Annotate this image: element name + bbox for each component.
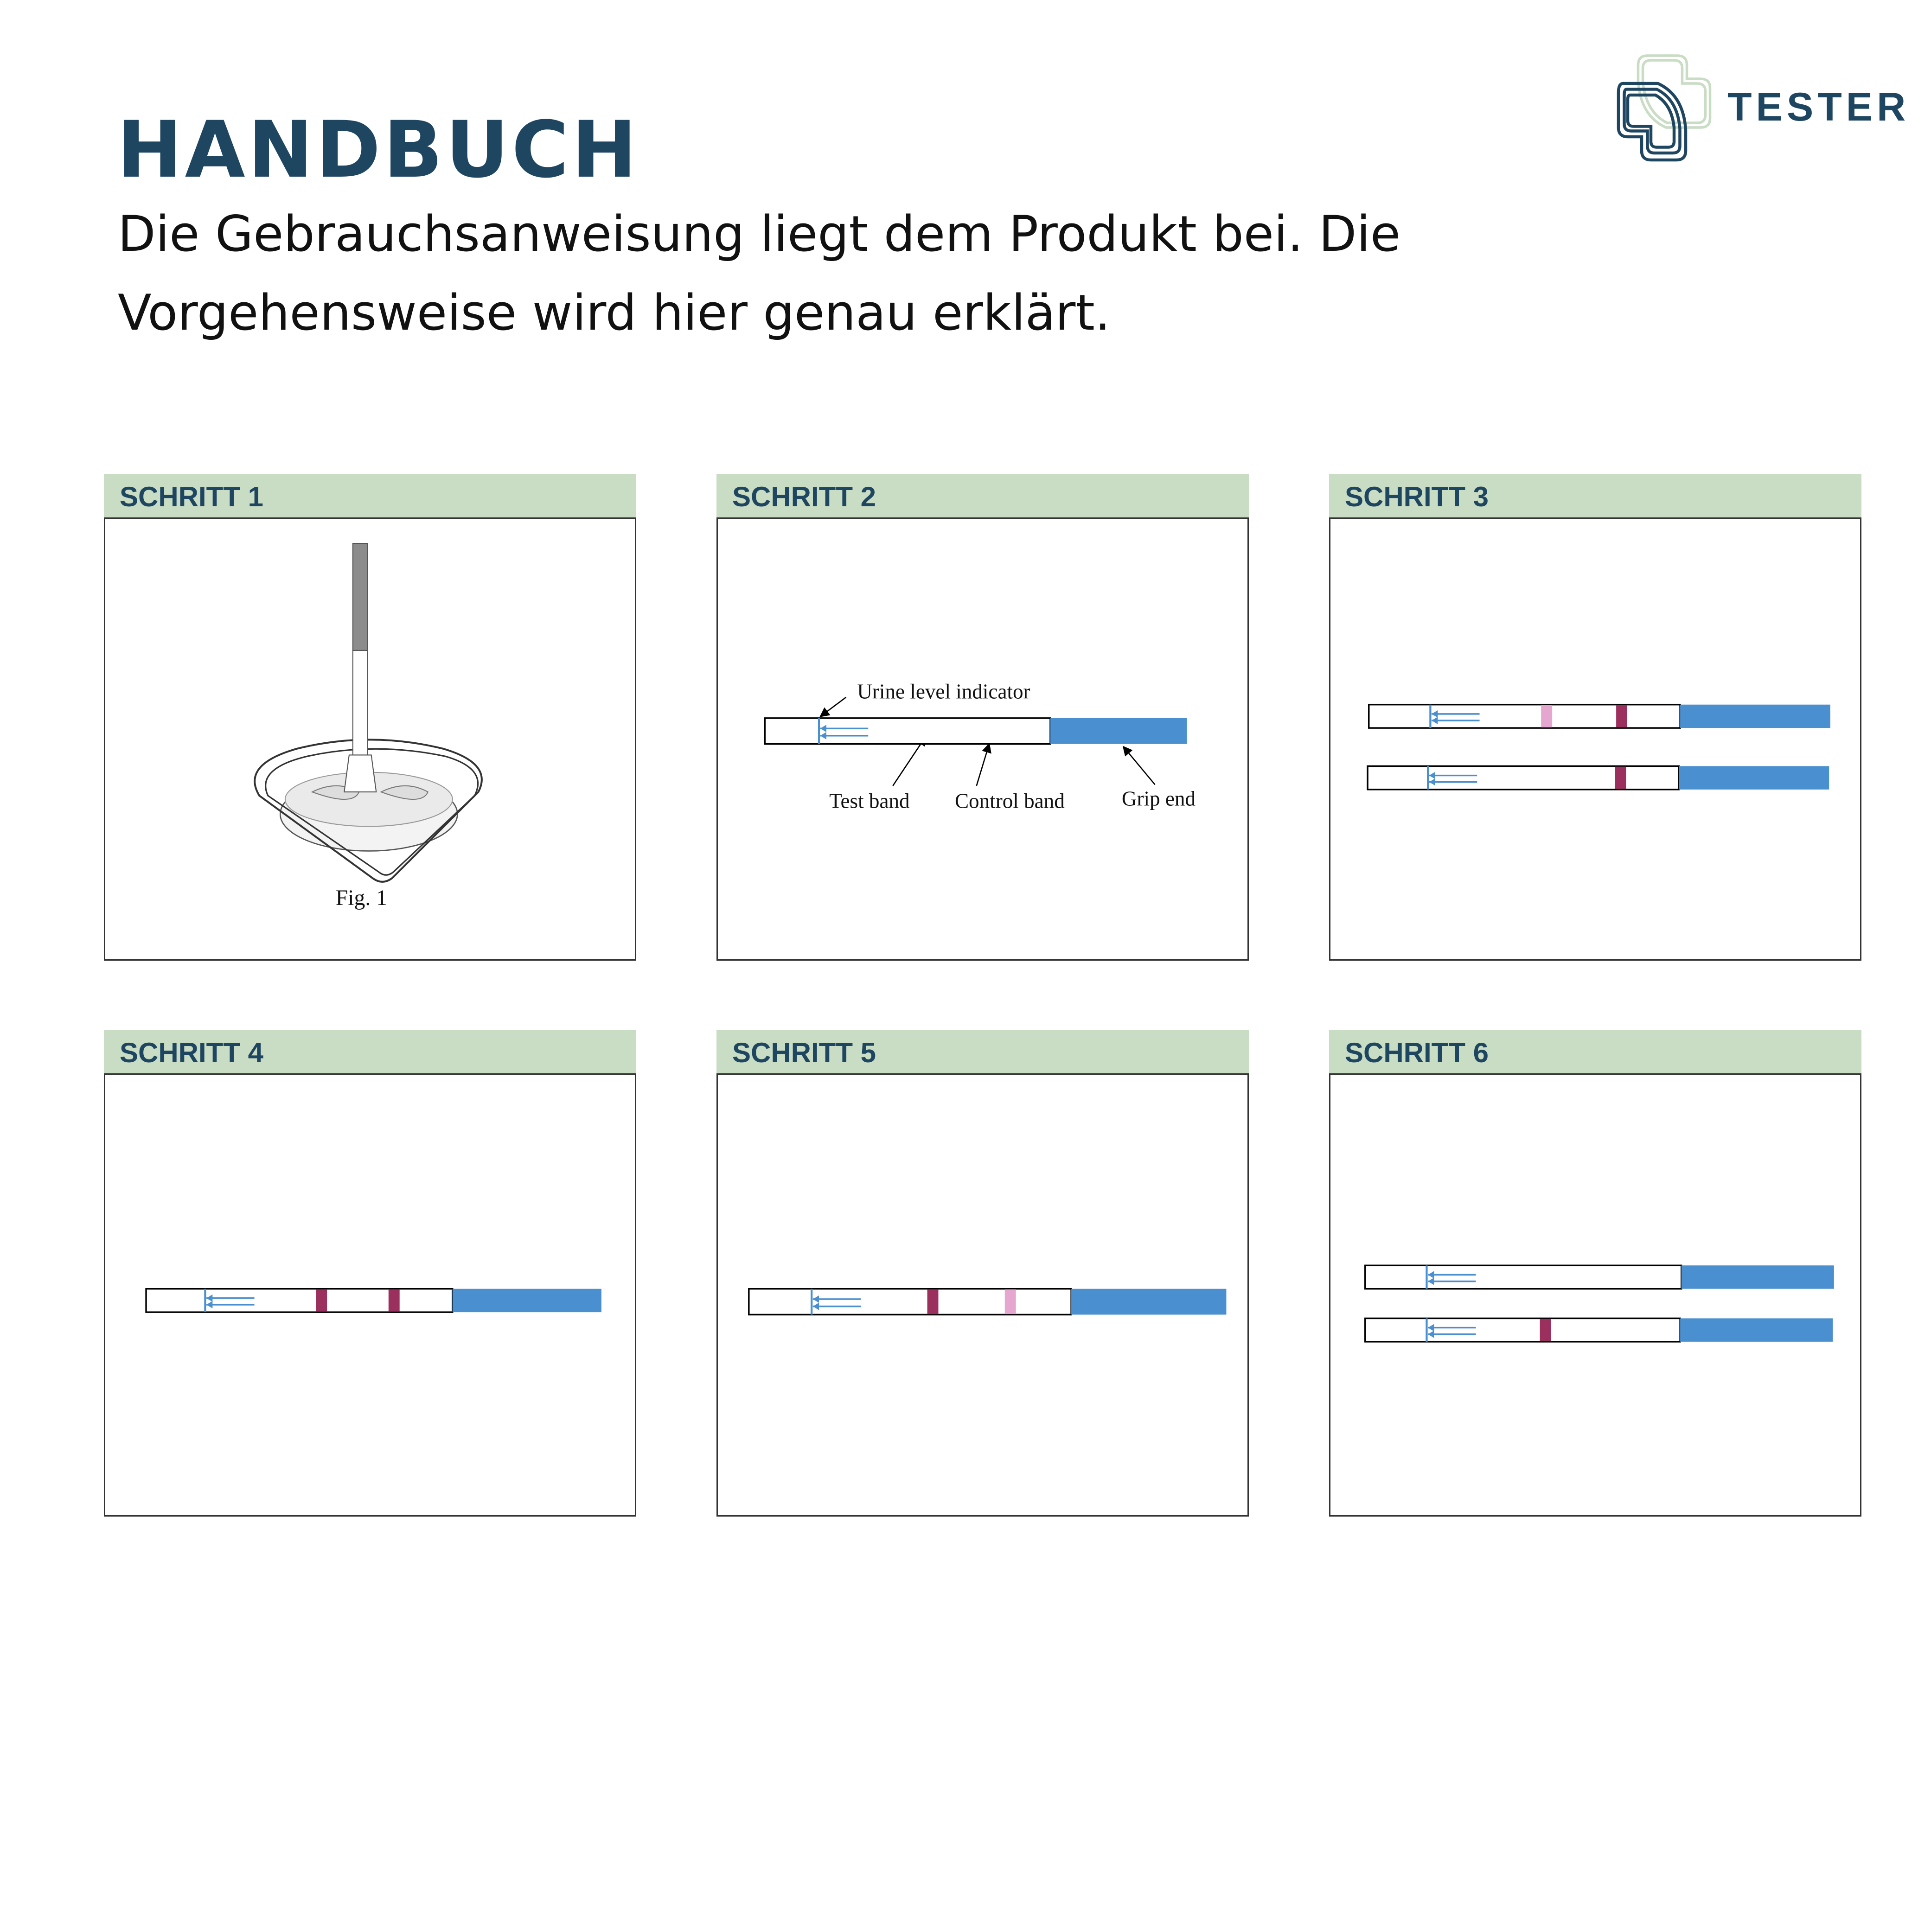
arrowhead-icon: [1429, 772, 1436, 779]
step-2-header: SCHRITT 2: [716, 474, 1249, 517]
test-strip: [145, 1288, 454, 1313]
test-strip: [1368, 703, 1681, 729]
arrowhead-icon: [812, 1295, 819, 1303]
step-5-panel: SCHRITT 5: [716, 1030, 1249, 1517]
test-strip: [1364, 1264, 1682, 1290]
cross-logo-icon: [1617, 54, 1712, 162]
step-6-illustration: [1329, 1073, 1861, 1517]
result-band: [1541, 705, 1553, 727]
result-band: [927, 1289, 939, 1314]
step-2-panel: SCHRITT 2 Urine level indicator Test ban…: [716, 474, 1249, 961]
figure-caption: Fig. 1: [336, 886, 387, 910]
dip-strip-in-cup-illustration: Fig. 1: [254, 543, 483, 910]
test-strip: [748, 1288, 1072, 1316]
step-1-illustration: Fig. 1: [104, 517, 636, 961]
arrow-icon: [892, 735, 927, 786]
step-4-illustration: [104, 1073, 636, 1517]
strip-diagram: Urine level indicator Test band Control …: [764, 680, 1196, 813]
arrowhead-icon: [1428, 1330, 1434, 1338]
logo-text: TESTER: [1727, 85, 1910, 129]
step-3-header: SCHRITT 3: [1329, 474, 1861, 517]
grip-end: [452, 1288, 601, 1313]
arrowhead-icon: [1428, 1324, 1434, 1332]
arrowhead-icon: [1432, 717, 1438, 724]
arrowhead-icon: [1432, 710, 1438, 718]
step-4-header: SCHRITT 4: [104, 1030, 636, 1073]
result-band: [1615, 766, 1626, 789]
arrowhead-icon: [820, 732, 826, 740]
result-strips: [145, 1288, 601, 1313]
grip-end: [1680, 1318, 1833, 1342]
arrowhead-icon: [206, 1301, 213, 1308]
page-subtitle: Die Gebrauchsanweisung liegt dem Produkt…: [118, 205, 1401, 341]
arrow-icon: [976, 743, 991, 786]
grip-end-label: Grip end: [1122, 787, 1196, 810]
arrowhead-icon: [812, 1302, 819, 1310]
arrowhead-icon: [1428, 1277, 1434, 1285]
step-6-panel: SCHRITT 6: [1329, 1030, 1861, 1517]
grip-end: [1071, 1288, 1227, 1315]
arrowhead-icon: [820, 725, 826, 733]
step-1-panel: SCHRITT 1 Fig. 1: [104, 474, 636, 961]
test-strip: [764, 717, 1051, 745]
test-band-label: Test band: [829, 790, 909, 813]
arrowhead-icon: [1429, 778, 1436, 786]
step-1-header: SCHRITT 1: [104, 474, 636, 517]
grip-end: [1050, 718, 1187, 744]
result-band: [1540, 1319, 1551, 1341]
result-band: [1004, 1289, 1016, 1314]
arrow-icon: [819, 696, 847, 717]
grip-end: [1680, 704, 1830, 728]
grip-end: [1681, 1265, 1834, 1289]
result-band: [1616, 705, 1627, 727]
arrowhead-icon: [206, 1294, 213, 1302]
result-strips: [1367, 703, 1830, 791]
tester-logo: TESTER: [1607, 51, 1905, 165]
step-2-illustration: Urine level indicator Test band Control …: [716, 517, 1249, 961]
grip-end: [1679, 766, 1829, 790]
step-5-header: SCHRITT 5: [716, 1030, 1249, 1073]
result-band: [388, 1289, 400, 1312]
step-4-panel: SCHRITT 4: [104, 1030, 636, 1517]
step-6-header: SCHRITT 6: [1329, 1030, 1861, 1073]
step-3-illustration: [1329, 517, 1861, 961]
test-strip: [1364, 1317, 1681, 1343]
step-5-illustration: [716, 1073, 1249, 1517]
result-band: [316, 1289, 327, 1312]
result-strips: [748, 1288, 1227, 1316]
urine-level-label: Urine level indicator: [857, 680, 1030, 703]
arrowhead-icon: [1428, 1271, 1434, 1279]
result-strips: [1364, 1264, 1834, 1343]
test-strip: [1367, 765, 1680, 791]
step-3-panel: SCHRITT 3: [1329, 474, 1861, 961]
arrow-icon: [1122, 746, 1156, 785]
page-title: HANDBUCH: [117, 104, 640, 195]
control-band-label: Control band: [955, 790, 1065, 813]
